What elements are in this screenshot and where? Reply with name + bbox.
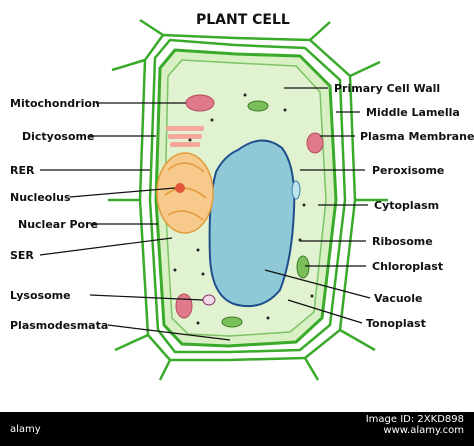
label-nuclear-pore: Nuclear Pore — [18, 218, 98, 231]
label-cytoplasm: Cytoplasm — [374, 199, 439, 212]
label-nucleolus: Nucleolus — [10, 191, 71, 204]
label-ribosome: Ribosome — [372, 235, 433, 248]
label-plasma-membrane: Plasma Membrane — [360, 130, 474, 143]
label-vacuole: Vacuole — [374, 292, 422, 305]
label-plasmodesmata: Plasmodesmata — [10, 319, 108, 332]
label-tonoplast: Tonoplast — [366, 317, 426, 330]
nucleus — [156, 152, 214, 234]
leaders-left — [39, 102, 231, 341]
nucleolus — [175, 183, 185, 193]
mitochondria — [175, 94, 324, 319]
ribosomes — [173, 93, 314, 325]
peroxisome — [291, 180, 301, 200]
leaders-right — [264, 87, 371, 324]
chloroplasts — [221, 100, 310, 328]
label-dictyosome: Dictyosome — [22, 130, 94, 143]
dictyosome — [166, 126, 204, 147]
label-ser: SER — [10, 249, 34, 262]
label-mitochondrion: Mitochondrion — [10, 97, 100, 110]
label-rer: RER — [10, 164, 35, 177]
label-peroxisome: Peroxisome — [372, 164, 444, 177]
lysosome — [202, 294, 216, 306]
diagram-title: PLANT CELL — [196, 12, 290, 28]
label-primary-cell-wall: Primary Cell Wall — [334, 82, 440, 95]
neighbor-cell-walls — [108, 18, 388, 381]
label-middle-lamella: Middle Lamella — [366, 106, 460, 119]
watermark-left: alamy — [10, 424, 41, 435]
watermark-right: Image ID: 2XKD898 www.alamy.com — [365, 414, 464, 436]
label-lysosome: Lysosome — [10, 289, 71, 302]
vacuole — [208, 139, 296, 308]
label-chloroplast: Chloroplast — [372, 260, 443, 273]
watermark-bar — [0, 412, 474, 446]
